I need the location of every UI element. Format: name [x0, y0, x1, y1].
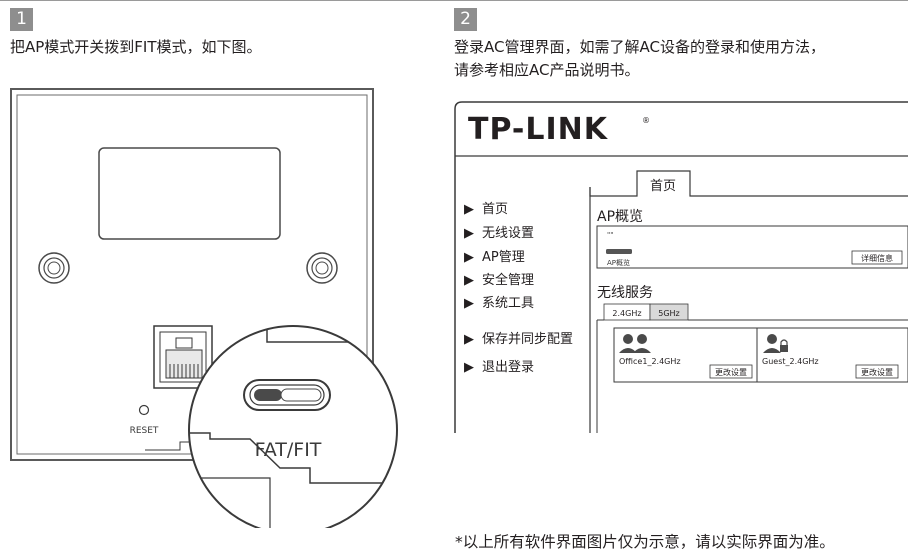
menu-item-logout[interactable]: 退出登录 — [482, 360, 534, 375]
details-button-label[interactable]: 详细信息 — [861, 253, 893, 263]
switch-label: FAT/FIT — [255, 439, 322, 461]
zoom-magnifier — [188, 325, 398, 528]
label-window — [98, 147, 281, 240]
band-tab-5g[interactable] — [649, 303, 689, 321]
step-2-instruction-line2: 请参考相应AC产品说明书。 — [454, 61, 640, 79]
users-icon — [619, 334, 651, 353]
reset-label: RESET — [130, 426, 159, 436]
change-settings-button-guest[interactable] — [855, 364, 899, 379]
band-tab-2g-label: 2.4GHz — [612, 309, 641, 318]
details-button[interactable] — [851, 250, 903, 265]
change-settings-button-office[interactable] — [709, 364, 753, 379]
screw-right-icon — [306, 252, 338, 284]
menu-item-wireless[interactable]: 无线设置 — [482, 226, 534, 241]
ap-device-icon — [606, 249, 632, 254]
wireless-service-title: 无线服务 — [597, 285, 653, 301]
top-divider — [0, 0, 908, 1]
tab-home[interactable]: 首页 — [650, 179, 676, 194]
menu-item-security[interactable]: 安全管理 — [482, 272, 534, 288]
switch-knob — [254, 389, 282, 401]
menu-arrow-icon: ▶ — [464, 360, 474, 375]
menu-item-ap-management[interactable]: AP管理 — [482, 250, 525, 265]
menu-item-home[interactable]: 首页 — [482, 202, 508, 217]
menu-item-save-sync[interactable]: 保存并同步配置 — [482, 332, 573, 347]
ap-device-illustration: RESET FAT/FIT — [10, 88, 398, 528]
ethernet-port-icon — [153, 325, 213, 389]
menu-arrow-icon: ▶ — [464, 250, 474, 265]
menu-arrow-icon: ▶ — [464, 202, 474, 217]
logo-registered-mark: ® — [642, 116, 650, 125]
ssid-name-guest: Guest_2.4GHz — [762, 357, 819, 366]
step-2-number: 2 — [454, 8, 477, 31]
ap-overview-title: AP概览 — [597, 209, 643, 225]
ap-overview-caption: AP概览 — [607, 258, 630, 267]
reset-pinhole-icon — [138, 404, 150, 416]
screw-left-icon — [38, 252, 70, 284]
menu-item-system-tools[interactable]: 系统工具 — [482, 296, 534, 311]
ac-web-interface: TP-LINK ® 首页 ▶ 首页 ▶ 无线设置 ▶ AP管理 ▶ 安全管理 ▶ 系统工具… — [454, 101, 908, 433]
step-2-instruction-line1: 登录AC管理界面，如需了解AC设备的登录和使用方法， — [454, 38, 825, 56]
disclaimer-footnote: *以上所有软件界面图片仅为示意，请以实际界面为准。 — [455, 533, 835, 551]
change-settings-label-guest[interactable]: 更改设置 — [861, 367, 893, 377]
ap-overview-small-text: "" — [607, 231, 613, 239]
menu-arrow-icon: ▶ — [464, 226, 474, 241]
menu-arrow-icon: ▶ — [464, 332, 474, 347]
guest-user-lock-icon — [763, 334, 788, 353]
step-1-number: 1 — [10, 8, 33, 31]
menu-arrow-icon: ▶ — [464, 273, 474, 288]
fat-fit-switch[interactable] — [243, 379, 331, 411]
tp-link-logo: TP-LINK — [468, 112, 609, 147]
band-tab-5g-label: 5GHz — [658, 309, 680, 318]
ssid-name-office: Office1_2.4GHz — [619, 357, 681, 366]
change-settings-label-office[interactable]: 更改设置 — [715, 367, 747, 377]
menu-arrow-icon: ▶ — [464, 296, 474, 311]
step-1-instruction: 把AP模式开关拨到FIT模式，如下图。 — [10, 38, 262, 56]
